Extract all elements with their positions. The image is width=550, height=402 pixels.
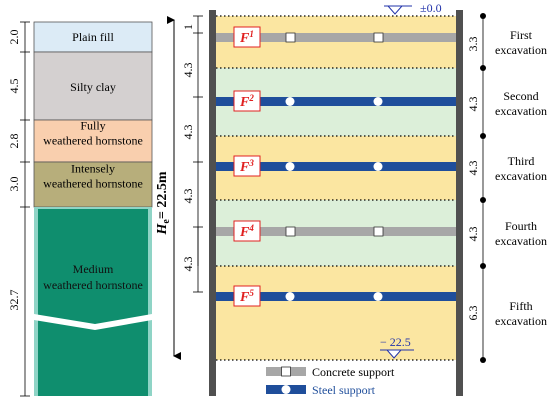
support-joint (373, 292, 383, 301)
stratum-thickness: 32.7 (7, 290, 21, 311)
stratum-name: Medium weathered hornstone (43, 262, 143, 292)
dimension-node (480, 65, 486, 71)
legend-item-steel: Steel support (266, 383, 376, 397)
stratum-name: Silty clay (70, 80, 116, 94)
support-joint (373, 226, 384, 237)
break-line (34, 314, 152, 330)
stage-boundary-lines (216, 15, 456, 361)
dimension-node (480, 13, 486, 19)
stage-depth-label: 4.3 (181, 63, 195, 78)
support-joint (285, 226, 296, 237)
stratum-thickness: 3.0 (7, 177, 21, 192)
stage-depth-dimension-left (193, 15, 203, 293)
stage-thickness-label: 4.3 (466, 227, 480, 242)
stratum-thickness: 4.5 (7, 79, 21, 94)
concrete-support-beam (216, 227, 456, 236)
soil-dimension-line (20, 21, 30, 397)
support-joint (373, 32, 384, 43)
stratum-medium-weathered (38, 209, 148, 396)
force-label: F5 (239, 288, 254, 305)
top-level-label: ±0.0 (420, 1, 442, 15)
concrete-joint-icon (281, 366, 291, 377)
force-label-box (233, 90, 261, 112)
support-joint (285, 32, 296, 43)
stratum-silty-clay (33, 51, 153, 121)
stage-thickness-label: 4.3 (466, 161, 480, 176)
stratum-name: Plain fill (72, 30, 114, 44)
stratum-name-line: weathered hornstone (43, 278, 143, 292)
level-triangle-icon (385, 349, 403, 359)
top-level-marker: ±0.0 (384, 1, 442, 15)
force-label: F2 (239, 93, 254, 110)
steel-joint-icon (281, 385, 291, 394)
force-label-box (233, 26, 261, 48)
stratum-thickness: 2.0 (7, 30, 21, 45)
force-label: F1 (239, 29, 254, 46)
stratum-name-line: weathered hornstone (43, 134, 143, 148)
level-triangle-icon (386, 5, 404, 15)
stratum-name-line: Intensely (71, 162, 115, 176)
force-label: F4 (239, 223, 254, 240)
dimension-node (480, 133, 486, 139)
support-1: F1 (216, 26, 456, 48)
stratum-plain-fill (33, 21, 153, 53)
stratum-thickness: 2.8 (7, 134, 21, 149)
stage-dimension-right (480, 13, 486, 363)
stratum-name-line: Medium (73, 262, 114, 276)
support-4: F4 (216, 220, 456, 242)
stratum-name-line: weathered hornstone (43, 177, 143, 191)
legend: Concrete support Steel support (266, 365, 395, 397)
stage-band (216, 266, 456, 360)
support-joint (285, 292, 295, 301)
dimension-node (480, 197, 486, 203)
bottom-level-marker: − 22.5 (380, 335, 414, 359)
support-3: F3 (216, 155, 456, 177)
legend-item-concrete: Concrete support (266, 365, 395, 379)
support-joint (285, 162, 295, 171)
stratum-intensely-weathered (33, 161, 153, 208)
total-depth-label: He= 22.5m (155, 171, 172, 235)
force-label-box (233, 155, 261, 177)
dimension-node (480, 263, 486, 269)
force-label-box (233, 285, 261, 307)
stage-depth-label: 4.3 (181, 125, 195, 140)
stage-thickness-label: 3.3 (466, 37, 480, 52)
support-5: F5 (216, 285, 456, 307)
support-joint (373, 162, 383, 171)
retaining-wall-left (209, 10, 216, 396)
dimension-node (480, 357, 486, 363)
support-joint (285, 97, 295, 106)
steel-support-beam (216, 292, 456, 301)
support-2: F2 (216, 90, 456, 112)
legend-label: Concrete support (312, 365, 395, 379)
bottom-level-label: − 22.5 (380, 335, 411, 349)
force-label: F3 (239, 158, 254, 175)
stage-depth-label: 4.3 (181, 189, 195, 204)
force-label-box (233, 220, 261, 242)
stage-thickness-label: 6.3 (466, 306, 480, 321)
concrete-support-beam (216, 33, 456, 42)
steel-support-beam (216, 162, 456, 171)
stage-thickness-label: 4.3 (466, 97, 480, 112)
stratum-name-line: Fully (80, 119, 105, 133)
retaining-wall-right (456, 10, 463, 396)
stage-depth-label: 1 (181, 24, 195, 30)
stratum-fully-weathered (33, 119, 153, 163)
legend-label: Steel support (312, 383, 376, 397)
support-joint (373, 97, 383, 106)
stage-depth-label: 4.3 (181, 257, 195, 272)
steel-support-beam (216, 97, 456, 106)
excavation-pit: F1 F2 F3 F4 F5 (155, 1, 547, 396)
